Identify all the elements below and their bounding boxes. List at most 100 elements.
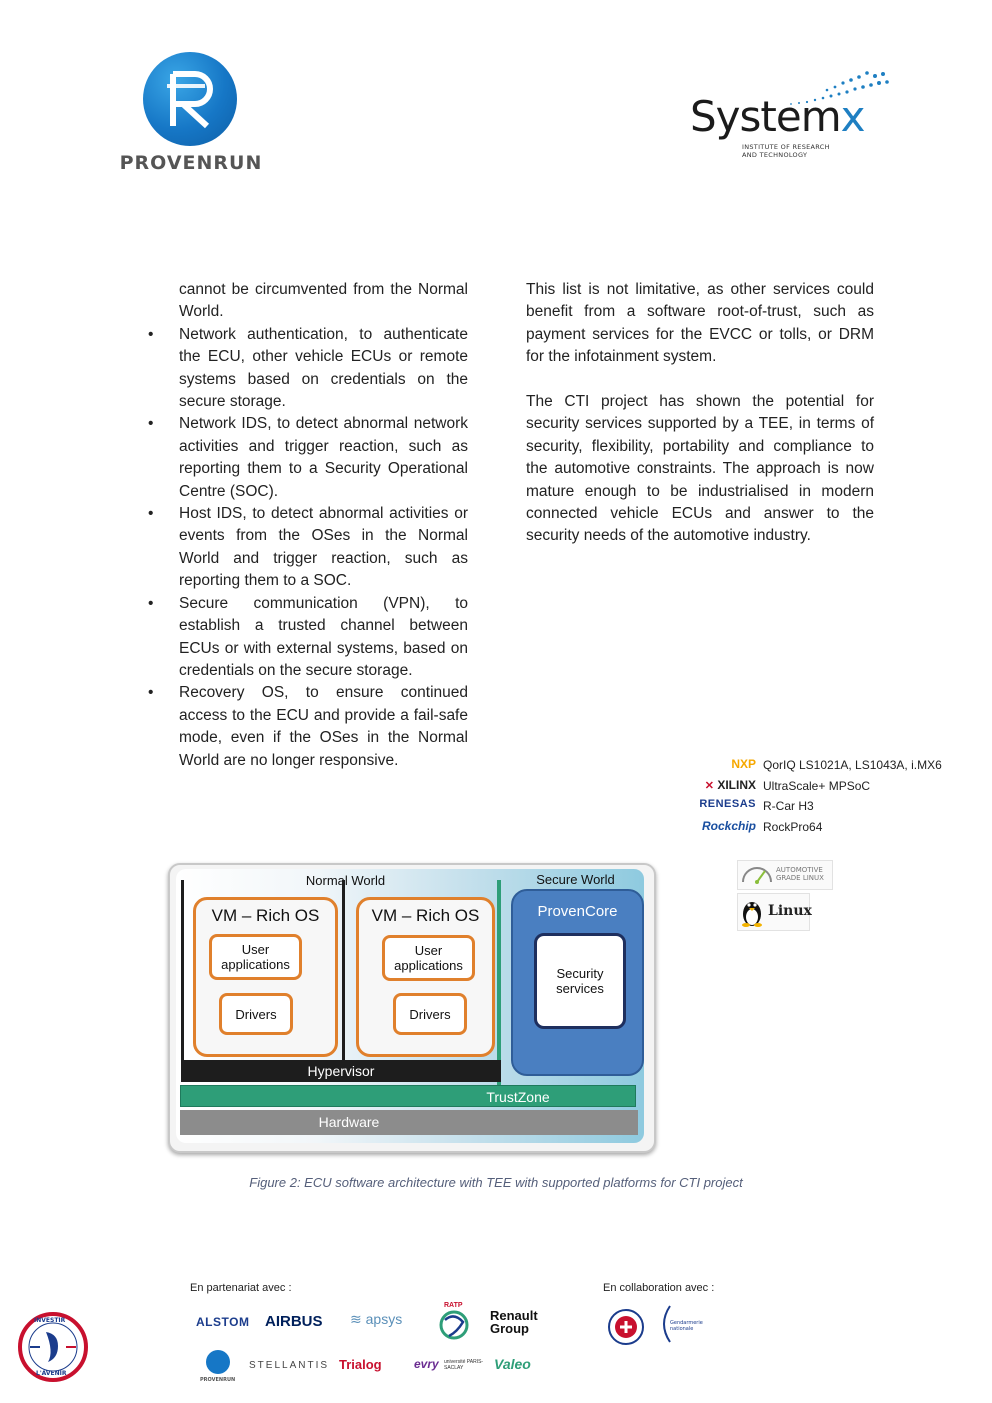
- seal-icon: [18, 1312, 88, 1382]
- paris-saclay-logo: université PARIS-SACLAY: [444, 1359, 484, 1371]
- agl-line2: GRADE LINUX: [776, 874, 824, 882]
- ministry-seal-icon: [608, 1309, 644, 1345]
- provenrun-footer-logo: PROVENRUN: [200, 1350, 235, 1384]
- security-line2: services: [556, 981, 604, 996]
- renesas-logo: RENESAS: [699, 798, 756, 810]
- paragraph-limitative: This list is not limitative, as other se…: [526, 281, 874, 366]
- rockchip-logo: Rockchip: [701, 818, 756, 833]
- hypervisor-bar: Hypervisor: [181, 1060, 501, 1082]
- vm-title: VM – Rich OS: [371, 906, 480, 925]
- supported-platforms: NXP QorIQ LS1021A, LS1043A, i.MX6 ✕ XILI…: [680, 756, 970, 838]
- right-column: This list is not limitative, as other se…: [526, 279, 874, 548]
- list-item: • Host IDS, to detect abnormal activities…: [148, 503, 468, 593]
- gendarmerie-icon: [663, 1305, 671, 1343]
- alstom-logo: ALSTOM: [196, 1315, 250, 1329]
- seal-text-top: INVESTIR: [34, 1317, 66, 1324]
- partners-label: En partenariat avec :: [190, 1282, 292, 1294]
- trustzone-separator: [497, 880, 501, 1085]
- user-apps-line2: applications: [394, 958, 463, 973]
- user-apps-line1: User: [414, 943, 443, 958]
- platform-row: RENESAS R-Car H3: [680, 797, 970, 818]
- gauge-icon: [742, 867, 772, 884]
- ratp-text: RATP: [444, 1302, 463, 1309]
- systemx-dots-icon: [790, 71, 889, 105]
- automotive-grade-linux-logo: AUTOMOTIVE GRADE LINUX: [737, 860, 833, 890]
- airbus-logo: AIRBUS: [265, 1313, 323, 1330]
- list-item: • Recovery OS, to ensure continued access…: [148, 682, 468, 772]
- linux-logo: Linux: [737, 893, 812, 931]
- ratp-icon: [439, 1310, 469, 1340]
- systemx-logo: Systemx INSTITUTE OF RESEARCH AND TECHNO…: [690, 70, 900, 170]
- bullet-icon: •: [148, 505, 154, 523]
- left-column: cannot be circumvented from the Normal W…: [148, 279, 468, 772]
- list-item-text: Network authentication, to authenticate …: [179, 325, 468, 411]
- figure-caption: Figure 2: ECU software architecture with…: [249, 1175, 743, 1190]
- platform-row: Rockchip RockPro64: [680, 818, 970, 839]
- provenrun-footer-emblem: [206, 1350, 230, 1374]
- provenrun-logo: PROVENRUN: [116, 52, 266, 182]
- user-apps-line1: User: [241, 942, 270, 957]
- ratp-logo: RATP: [436, 1302, 474, 1340]
- platform-name: RockPro64: [763, 819, 823, 834]
- drivers-box: Drivers: [219, 993, 293, 1035]
- list-item-text: Network IDS, to detect abnormal network …: [179, 415, 468, 500]
- platform-row: NXP QorIQ LS1021A, LS1043A, i.MX6: [680, 756, 970, 777]
- gendarmerie-text: Gendarmerie nationale: [670, 1320, 703, 1332]
- platform-name: UltraScale+ MPSoC: [763, 778, 871, 793]
- secure-world-label: Secure World: [536, 872, 615, 887]
- paragraph-conclusion: The CTI project has shown the potential …: [526, 393, 874, 545]
- valeo-logo: Valeo: [494, 1356, 531, 1372]
- systemx-wordmark: Systemx: [690, 92, 865, 141]
- hardware-bar: Hardware: [180, 1110, 638, 1135]
- platform-name: QorIQ LS1021A, LS1043A, i.MX6: [763, 758, 942, 772]
- normal-world-label: Normal World: [305, 873, 386, 888]
- trustzone-bar: TrustZone: [180, 1085, 636, 1107]
- provenrun-footer-text: PROVENRUN: [200, 1377, 236, 1383]
- investir-avenir-seal: INVESTIR L'AVENIR: [18, 1312, 88, 1382]
- list-item: • Secure communication (VPN), to establis…: [148, 593, 468, 683]
- platform-row: ✕ XILINX UltraScale+ MPSoC: [680, 777, 970, 798]
- vm-separator: [342, 880, 345, 1062]
- intro-continuation: cannot be circumvented from the Normal W…: [179, 281, 468, 321]
- trialog-logo: Trialog: [339, 1357, 382, 1372]
- xilinx-logo: ✕ XILINX: [704, 777, 756, 792]
- gendarmerie-logo: Gendarmerie nationale: [656, 1304, 712, 1348]
- user-apps-line2: applications: [221, 957, 290, 972]
- bullet-icon: •: [148, 325, 154, 343]
- ministry-seal-logo: [607, 1308, 645, 1346]
- bullet-icon: •: [148, 415, 154, 433]
- ecu-architecture-diagram: Normal World Secure World VM – Rich OS U…: [168, 863, 656, 1153]
- provenrun-emblem: [143, 52, 237, 146]
- bullet-icon: •: [148, 594, 154, 612]
- drivers-box: Drivers: [393, 993, 467, 1035]
- collaboration-label: En collaboration avec :: [603, 1282, 715, 1294]
- evry-logo: evry: [414, 1357, 439, 1371]
- provencore-label: ProvenCore: [537, 903, 618, 920]
- agl-line1: AUTOMOTIVE: [776, 866, 823, 874]
- security-line1: Security: [556, 966, 604, 981]
- nxp-logo: NXP: [731, 757, 756, 771]
- list-item-text: Host IDS, to detect abnormal activities …: [179, 505, 468, 590]
- platform-name: R-Car H3: [763, 799, 814, 813]
- linux-wordmark: Linux: [768, 903, 812, 919]
- list-item: • Network authentication, to authenticate…: [148, 324, 468, 414]
- apsys-logo: ≋ apsys: [350, 1311, 403, 1327]
- list-item: • Network IDS, to detect abnormal network…: [148, 413, 468, 503]
- bullet-icon: •: [148, 684, 154, 702]
- systemx-tagline: INSTITUTE OF RESEARCH AND TECHNOLOGY: [742, 143, 830, 159]
- normal-world-left-border: [181, 880, 184, 1062]
- tux-icon: [742, 902, 762, 927]
- list-item-text: Secure communication (VPN), to establish…: [179, 594, 468, 679]
- seal-text-bottom: L'AVENIR: [36, 1370, 67, 1377]
- stellantis-logo: STELLANTIS: [249, 1360, 330, 1371]
- vm-title: VM – Rich OS: [211, 906, 320, 925]
- provenrun-wordmark: PROVENRUN: [119, 152, 263, 174]
- list-item-text: Recovery OS, to ensure continued access …: [179, 684, 468, 769]
